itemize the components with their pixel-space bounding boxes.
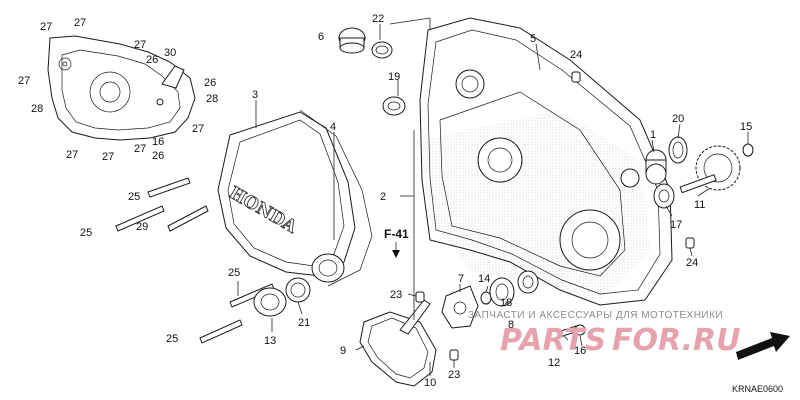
callout-label: 18 <box>500 297 512 309</box>
pump-cover-9 <box>359 299 437 387</box>
watermark-subtitle: ЗАПЧАСТИ И АКСЕССУАРЫ ДЛЯ МОТОТЕХНИКИ <box>468 310 723 321</box>
callout-label: 20 <box>672 113 684 125</box>
callout-label: 23 <box>390 289 402 301</box>
bearing-17 <box>653 183 675 209</box>
callout-label: 21 <box>298 317 310 329</box>
dowel-pins <box>571 71 695 249</box>
direction-arrow: FR. <box>735 332 790 360</box>
callout-label: 19 <box>388 71 400 83</box>
callout-label: 1 <box>650 129 656 141</box>
o-ring-22 <box>371 41 393 59</box>
callout-label: 27 <box>134 143 146 155</box>
impeller-7 <box>441 285 479 329</box>
callout-label: 8 <box>508 319 514 331</box>
callout-label: 27 <box>102 151 114 163</box>
callout-labels: 27 27 27 27 26 30 26 28 28 27 27 27 16 2… <box>18 13 752 389</box>
water-seal-18 <box>489 277 515 307</box>
oil-seal-round <box>311 253 345 283</box>
seal-8 <box>517 270 539 294</box>
catalog-code: KRNAE0600 <box>732 384 783 394</box>
outer-cover-gasket <box>299 109 373 287</box>
callout-label: 16 <box>574 345 586 357</box>
callout-label: 27 <box>66 149 78 161</box>
callout-label: 5 <box>530 33 536 45</box>
callout-label: 27 <box>18 75 30 87</box>
callout-label: 6 <box>318 31 324 43</box>
reference-f41: F-41 <box>384 227 409 258</box>
oil-seal-19 <box>382 96 406 116</box>
callout-label: 23 <box>448 369 460 381</box>
callout-label: 14 <box>478 273 490 285</box>
bolts-12-16 <box>557 324 586 338</box>
callout-label: 28 <box>31 103 43 115</box>
callout-label: 24 <box>686 257 698 269</box>
o-ring-20 <box>668 136 688 164</box>
watermark: ЗАПЧАСТИ И АКСЕССУАРЫ ДЛЯ МОТОТЕХНИКИ PA… <box>468 310 741 358</box>
callout-label: 12 <box>548 357 560 369</box>
callout-label: 27 <box>40 21 52 33</box>
leader-lines <box>237 17 749 376</box>
cover-gasket <box>47 35 196 141</box>
callout-label: 2 <box>380 191 386 203</box>
callout-label: 25 <box>80 227 92 239</box>
washer-15 <box>742 143 754 157</box>
callout-label: 15 <box>740 121 752 133</box>
callout-label: 10 <box>424 377 436 389</box>
filler-cap <box>253 287 287 317</box>
callout-label: 17 <box>670 219 682 231</box>
watermark-brand-left: PARTS <box>500 323 606 358</box>
crankcase-cover <box>419 17 673 306</box>
oil-cap <box>338 27 366 54</box>
collar-1 <box>645 149 667 185</box>
gasket-fitting <box>156 65 185 106</box>
callout-label: 27 <box>74 17 86 29</box>
callout-label: 11 <box>694 199 705 211</box>
o-ring-21 <box>285 277 311 303</box>
seal-14 <box>480 291 492 305</box>
callout-label: 24 <box>570 49 582 61</box>
pump-gear-11 <box>679 145 741 194</box>
callout-label: 29 <box>136 221 148 233</box>
callout-label: 26 <box>204 77 216 89</box>
callout-label: 27 <box>192 123 204 135</box>
callout-label: 3 <box>252 89 258 101</box>
callout-label: 25 <box>228 267 240 279</box>
callout-label: 27 <box>134 39 146 51</box>
callout-label: 25 <box>166 333 178 345</box>
callout-label: 9 <box>340 345 346 357</box>
callout-label: 28 <box>206 93 218 105</box>
callout-label: 7 <box>458 273 464 285</box>
bolt-group <box>115 177 275 344</box>
direction-label: FR. <box>735 337 754 353</box>
outer-cover: HONDA <box>217 111 356 277</box>
callout-label: 30 <box>164 47 176 59</box>
callout-label: 22 <box>372 13 384 25</box>
callout-label: 13 <box>264 335 276 347</box>
callout-label: 25 <box>128 191 140 203</box>
callout-label: 16 <box>152 136 164 148</box>
reference-label: F-41 <box>384 227 409 241</box>
callout-label: 26 <box>146 54 158 66</box>
callout-label: 26 <box>152 150 164 162</box>
callout-label: 4 <box>330 121 336 133</box>
watermark-brand-right: FOR.RU <box>612 323 741 358</box>
